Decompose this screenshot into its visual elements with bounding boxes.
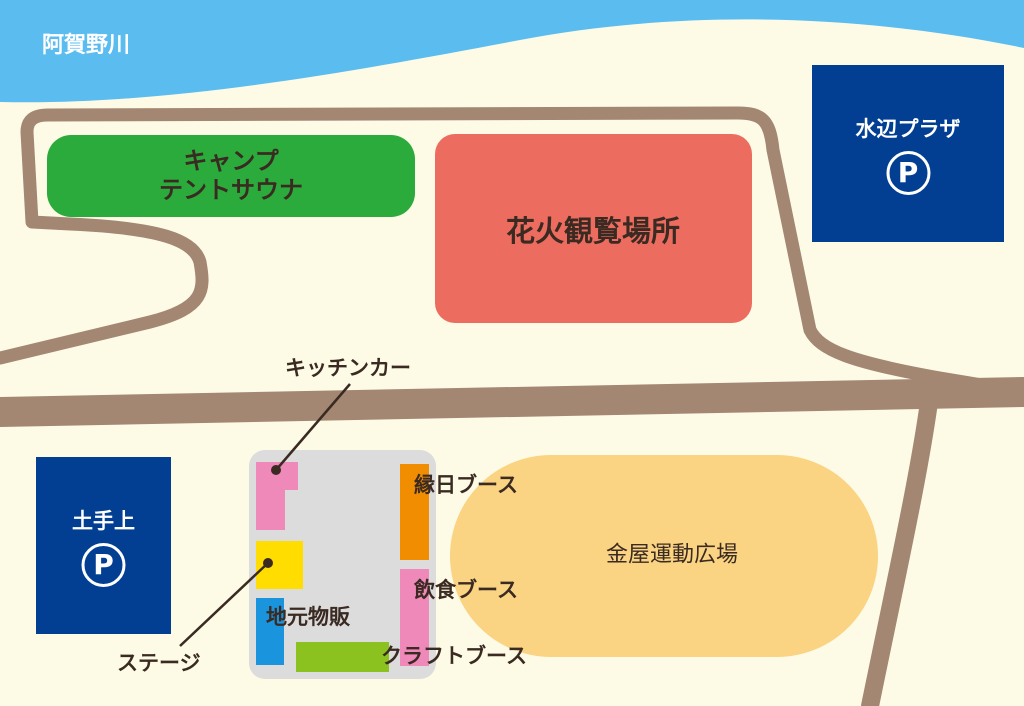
- river-label: 阿賀野川: [42, 33, 131, 58]
- camp-label-line2: テントサウナ: [159, 176, 303, 204]
- camp-area: [47, 135, 415, 217]
- food-booth: [400, 569, 429, 666]
- river: [0, 0, 1024, 103]
- stage-label: ステージ: [117, 651, 201, 675]
- parking-dotegami-content: 土手上 P: [72, 505, 135, 587]
- food-label: 飲食ブース: [414, 578, 518, 602]
- sports-ground-label: 金屋運動広場: [605, 542, 739, 568]
- parking-mizube-content: 水辺プラザ P: [856, 113, 961, 195]
- sports-ground-area: [450, 455, 878, 657]
- fireworks-area: [435, 134, 752, 323]
- stage-marker: [263, 558, 273, 568]
- side-road: [861, 386, 939, 706]
- camp-label-line1: キャンプ: [183, 147, 279, 176]
- camp-label: キャンプ テントサウナ: [159, 147, 303, 205]
- stage-booth: [256, 541, 303, 589]
- parking-mizube-label: 水辺プラザ: [855, 116, 961, 141]
- local-goods-booth: [256, 598, 284, 665]
- kitchen-car-label: キッチンカー: [285, 356, 411, 380]
- kitchen-car-booth: [256, 462, 298, 530]
- loop-road: [0, 106, 1024, 399]
- main-road: [0, 377, 1024, 427]
- parking-mizube: 水辺プラザ P: [812, 65, 1004, 242]
- parking-dotegami: 土手上 P: [36, 457, 171, 634]
- stage-leader: [179, 562, 269, 647]
- fireworks-label: 花火観覧場所: [505, 213, 681, 248]
- craft-booth: [296, 642, 389, 672]
- local-goods-label: 地元物販: [266, 605, 350, 629]
- parking-dotegami-label: 土手上: [72, 508, 135, 533]
- kitchen-car-leader: [275, 383, 351, 471]
- kitchen-car-marker: [271, 465, 281, 475]
- parking-icon: P: [886, 150, 930, 195]
- parking-icon: P: [81, 542, 126, 587]
- craft-label: クラフトブース: [381, 644, 527, 668]
- ennichi-label: 縁日ブース: [414, 473, 518, 497]
- ennichi-booth: [400, 464, 429, 560]
- event-zone: [249, 450, 436, 679]
